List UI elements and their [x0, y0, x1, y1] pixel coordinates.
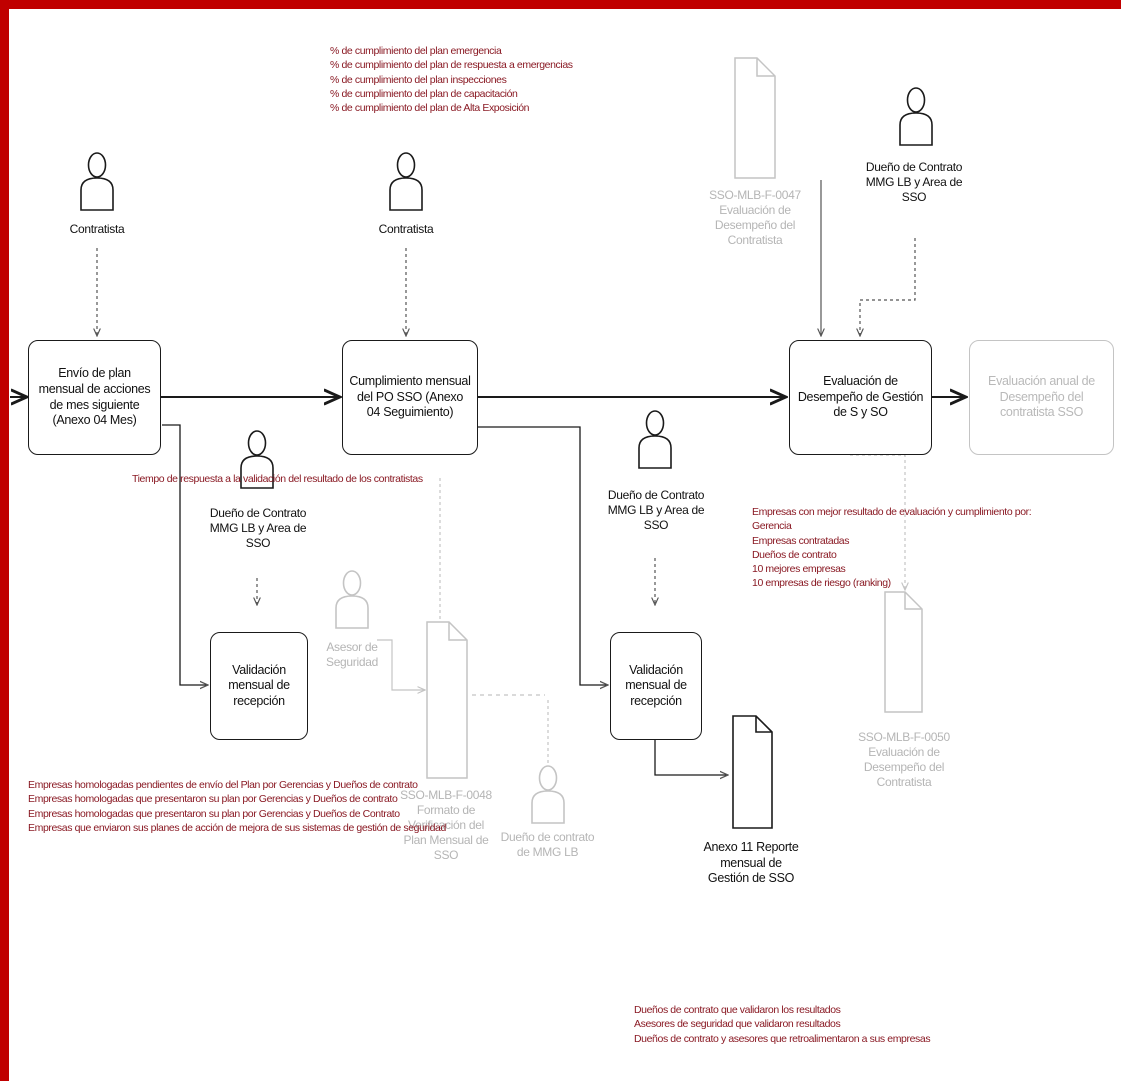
person-icon	[389, 152, 423, 211]
person-icon	[335, 570, 369, 629]
person-icon	[899, 87, 933, 146]
note-line: Empresas homologadas pendientes de envío…	[28, 779, 418, 791]
note-line: Asesores de seguridad que validaron resu…	[634, 1018, 841, 1031]
actor-label-contratista: Contratista	[69, 222, 125, 236]
document-label-anexo-11: Anexo 11 Reporte mensual de Gestión de S…	[703, 840, 799, 886]
main-flow-arrows	[10, 397, 966, 775]
document-label-f0050: SSO-MLB-F-0050 Evaluación de Desempeño d…	[858, 730, 950, 789]
note-kpis-top: % de cumplimiento del plan emergencia % …	[330, 44, 573, 115]
document-icon	[884, 591, 923, 713]
document-icon	[426, 621, 468, 779]
note-line: Dueños de contrato que validaron los res…	[634, 1004, 841, 1016]
person-icon	[240, 430, 274, 489]
actor-label-dueno-contrato-mmg: Dueño de contrato de MMG LB	[500, 830, 595, 859]
envio-to-validacion-arrow	[162, 424, 208, 685]
note-kpis-left-bottom: Empresas homologadas pendientes de envío…	[28, 778, 446, 835]
note-line: Dueños de contrato y asesores que retroa…	[634, 1032, 931, 1045]
person-icon	[638, 410, 672, 469]
note-line: % de cumplimiento del plan inspecciones	[330, 73, 507, 86]
process-evaluacion-anual[interactable]: Evaluación anual de Desempeño del contra…	[969, 340, 1114, 455]
note-line: Empresas con mejor resultado de evaluaci…	[752, 506, 1032, 518]
faded-connectors	[377, 454, 905, 785]
note-line: % de cumplimiento del plan emergencia	[330, 45, 502, 57]
note-kpis-right: Empresas con mejor resultado de evaluaci…	[752, 505, 1032, 591]
document-label-f0047: SSO-MLB-F-0047 Evaluación de Desempeño d…	[709, 188, 801, 247]
note-tiempo-respuesta: Tiempo de respuesta a la validación del …	[132, 472, 423, 486]
actor-arrows	[97, 238, 916, 605]
actor-label-contratista: Contratista	[378, 222, 434, 236]
note-line: % de cumplimiento del plan de respuesta …	[330, 59, 573, 72]
validacion-to-anexo-arrow	[654, 738, 728, 775]
note-line: Gerencia	[752, 520, 792, 533]
document-icon	[732, 715, 773, 829]
note-line: 10 mejores empresas	[752, 563, 846, 576]
process-envio-plan[interactable]: Envío de plan mensual de acciones de mes…	[28, 340, 161, 455]
person-icon	[80, 152, 114, 211]
note-line: Empresas contratadas	[752, 534, 850, 547]
note-line: % de cumplimiento del plan de capacitaci…	[330, 87, 518, 100]
note-line: % de cumplimiento del plan de Alta Expos…	[330, 102, 530, 115]
note-line: Empresas que enviaron sus planes de acci…	[28, 821, 446, 834]
note-line: Dueños de contrato	[752, 548, 837, 561]
document-label-f0048: SSO-MLB-F-0048 Formato de Verificación d…	[400, 788, 492, 862]
person-icon	[531, 765, 565, 824]
actor-label-asesor-seguridad: Asesor de Seguridad	[325, 640, 378, 669]
process-validacion-recepcion-1[interactable]: Validación mensual de recepción	[210, 632, 308, 740]
process-validacion-recepcion-2[interactable]: Validación mensual de recepción	[610, 632, 702, 740]
cumplimiento-to-validacion-arrow	[478, 426, 608, 685]
note-line: Empresas homologadas que presentaron su …	[28, 807, 400, 820]
process-evaluacion-desempeno[interactable]: Evaluación de Desempeño de Gestión de S …	[789, 340, 932, 455]
note-line: 10 empresas de riesgo (ranking)	[752, 577, 891, 590]
actor-label-dueno-contrato: Dueño de Contrato MMG LB y Area de SSO	[865, 160, 963, 204]
note-kpis-bottom: Dueños de contrato que validaron los res…	[634, 1003, 931, 1046]
note-line: Empresas homologadas que presentaron su …	[28, 793, 398, 806]
note-line: Tiempo de respuesta a la validación del …	[132, 473, 423, 485]
actor-label-dueno-contrato: Dueño de Contrato MMG LB y Area de SSO	[607, 488, 705, 532]
process-cumplimiento-mensual[interactable]: Cumplimiento mensual del PO SSO (Anexo 0…	[342, 340, 478, 455]
actor-label-dueno-contrato: Dueño de Contrato MMG LB y Area de SSO	[209, 506, 307, 550]
document-icon	[734, 57, 776, 179]
